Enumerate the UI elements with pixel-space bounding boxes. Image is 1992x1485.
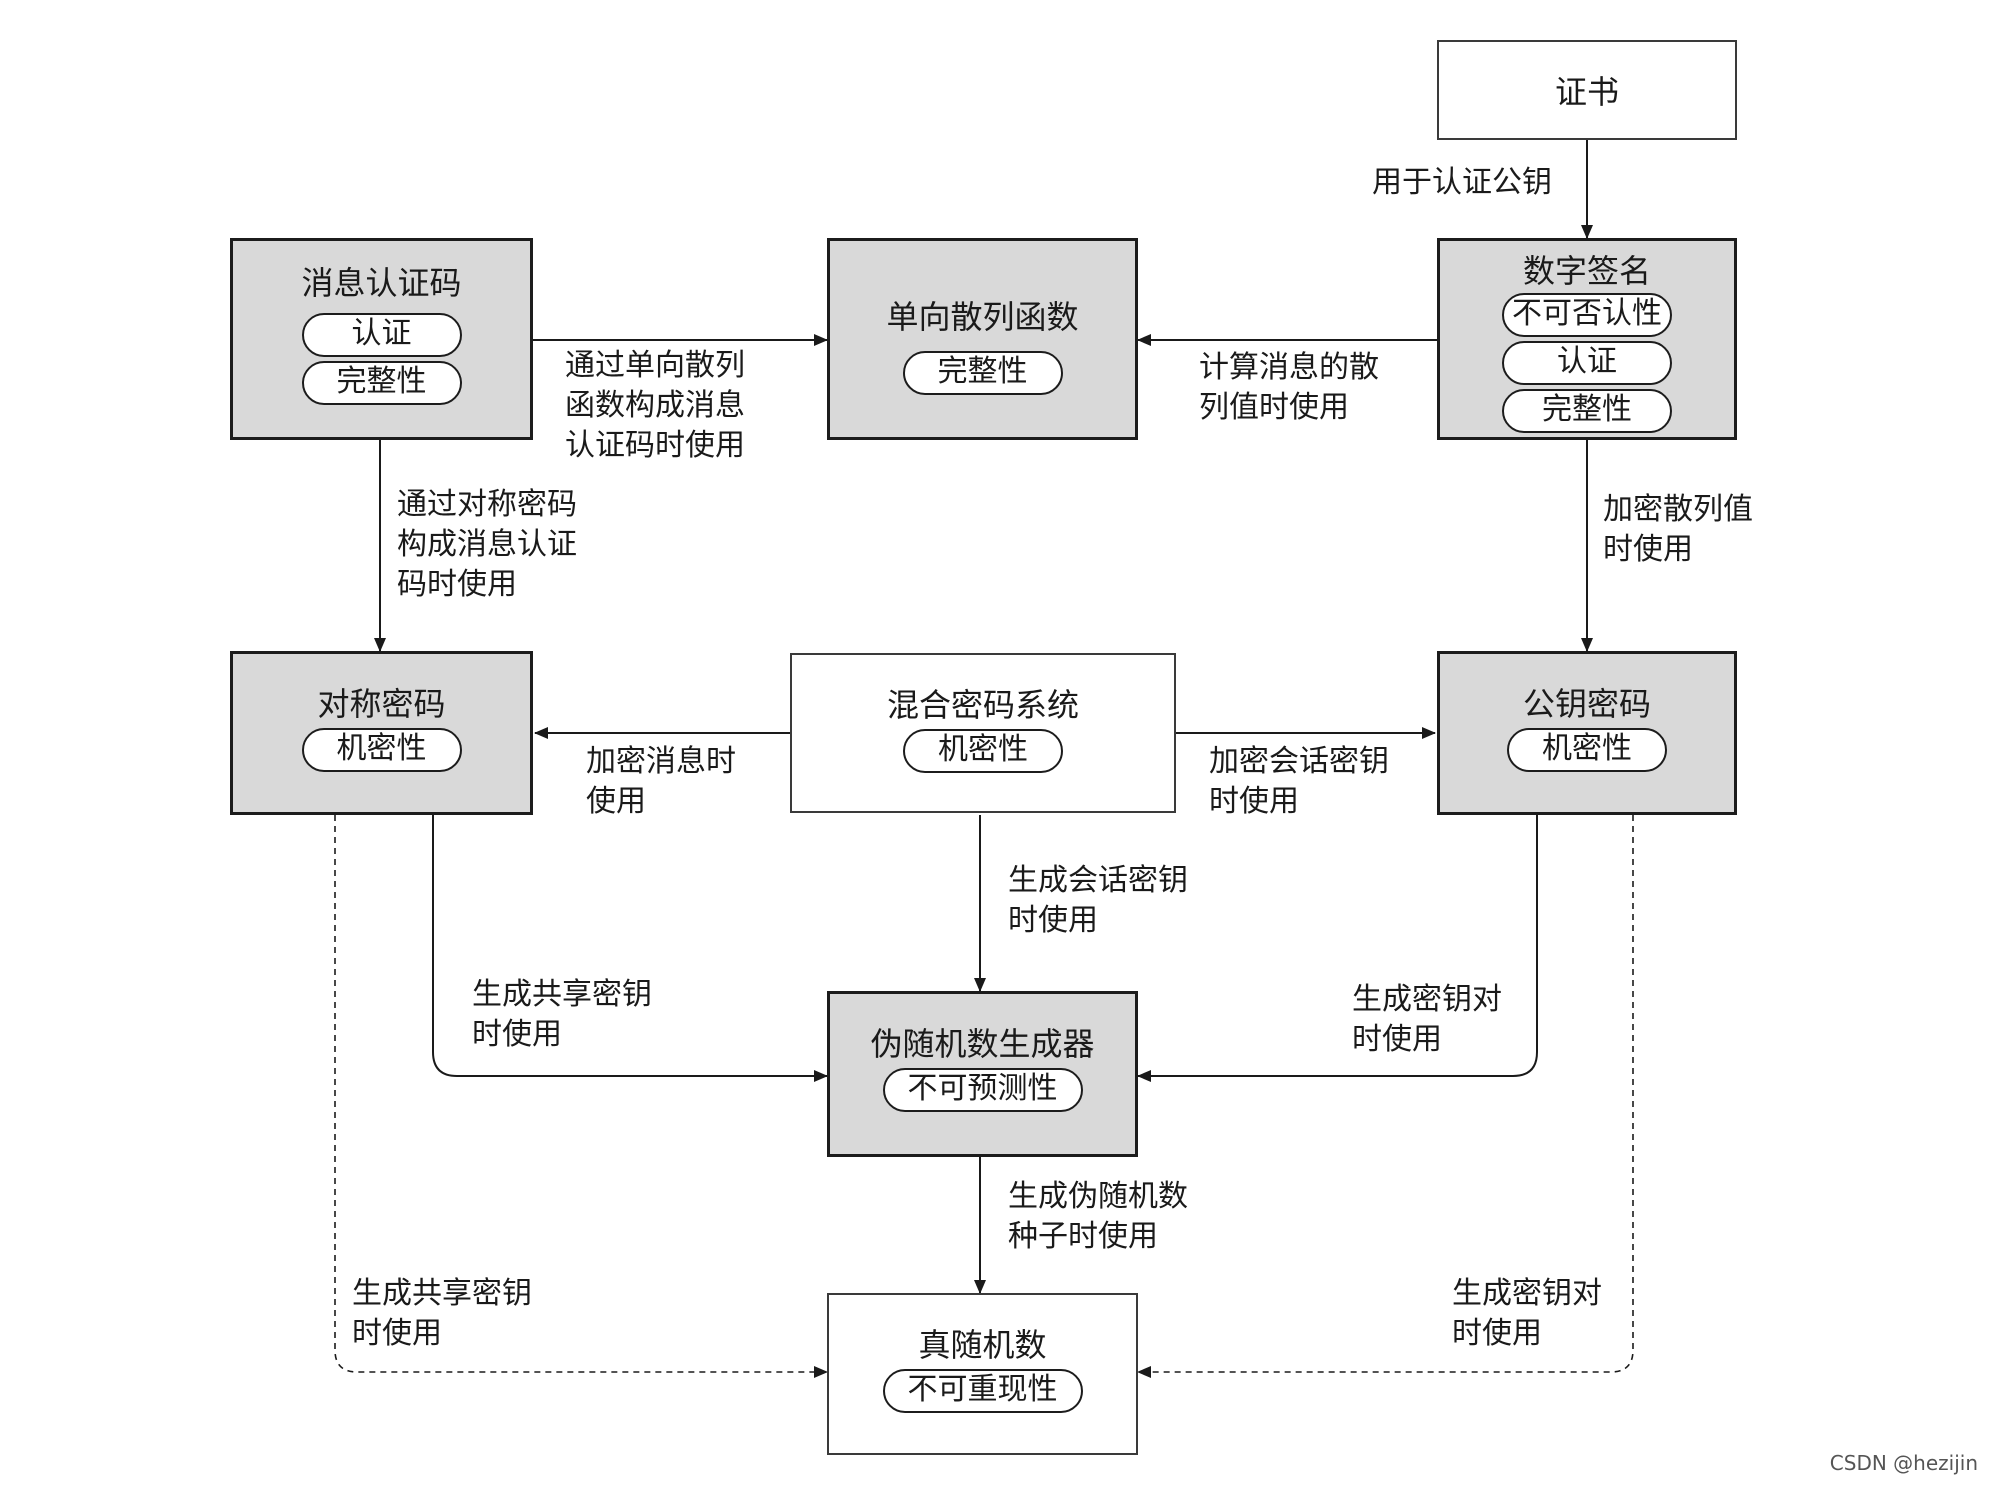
label-hybrid-to-public-key: 加密会话密钥 时使用 [1209, 744, 1389, 819]
digital-signature-node: 数字签名 不可否认性 认证 完整性 [1437, 238, 1737, 440]
label-hybrid-to-symmetric: 加密消息时 使用 [586, 744, 736, 819]
signature-property-non-repudiation: 不可否认性 [1502, 293, 1672, 337]
prng-property-unpredictability: 不可预测性 [882, 1068, 1083, 1112]
edge-public-key-to-prng [1137, 815, 1538, 1082]
label-symmetric-to-prng: 生成共享密钥 时使用 [472, 977, 652, 1052]
label-public-key-to-trng: 生成密钥对 时使用 [1452, 1276, 1602, 1351]
hybrid-cryptosystem-title: 混合密码系统 [886, 686, 1079, 724]
public-key-property-confidentiality: 机密性 [1507, 728, 1667, 772]
symmetric-cipher-title: 对称密码 [317, 685, 446, 723]
certificate-title: 证书 [1554, 73, 1619, 111]
public-key-cipher-title: 公钥密码 [1522, 685, 1651, 723]
prng-node: 伪随机数生成器 不可预测性 [827, 991, 1138, 1157]
public-key-cipher-node: 公钥密码 机密性 [1437, 651, 1737, 815]
mac-node: 消息认证码 认证 完整性 [230, 238, 533, 440]
label-prng-to-trng: 生成伪随机数 种子时使用 [1008, 1179, 1188, 1254]
label-signature-to-hash: 计算消息的散 列值时使用 [1199, 350, 1379, 425]
signature-property-authentication: 认证 [1502, 341, 1672, 385]
hybrid-property-confidentiality: 机密性 [903, 729, 1063, 773]
symmetric-property-confidentiality: 机密性 [301, 728, 462, 772]
edge-public-key-to-trng [1137, 815, 1634, 1378]
label-cert-to-signature: 用于认证公钥 [1372, 165, 1552, 200]
label-hybrid-to-prng: 生成会话密钥 时使用 [1008, 863, 1188, 938]
mac-property-authentication: 认证 [301, 313, 462, 357]
digital-signature-title: 数字签名 [1522, 252, 1651, 290]
edge-symmetric-to-prng [432, 815, 828, 1082]
mac-property-integrity: 完整性 [301, 361, 462, 405]
true-random-node: 真随机数 不可重现性 [827, 1293, 1138, 1455]
edge-symmetric-to-trng [334, 815, 828, 1378]
hash-function-node: 单向散列函数 完整性 [827, 238, 1138, 440]
signature-property-integrity: 完整性 [1502, 389, 1672, 433]
true-random-title: 真随机数 [918, 1326, 1047, 1364]
true-random-property-irreproducibility: 不可重现性 [882, 1369, 1083, 1413]
symmetric-cipher-node: 对称密码 机密性 [230, 651, 533, 815]
certificate-node: 证书 [1437, 40, 1737, 140]
hash-function-title: 单向散列函数 [886, 298, 1079, 336]
hybrid-cryptosystem-node: 混合密码系统 机密性 [790, 653, 1176, 813]
hash-property-integrity: 完整性 [902, 351, 1063, 395]
label-mac-to-hash: 通过单向散列 函数构成消息 认证码时使用 [565, 348, 745, 463]
source-watermark: CSDN @hezijin [1829, 1451, 1978, 1475]
label-public-key-to-prng: 生成密钥对 时使用 [1352, 982, 1502, 1057]
prng-title: 伪随机数生成器 [870, 1025, 1095, 1063]
label-symmetric-to-trng: 生成共享密钥 时使用 [352, 1276, 532, 1351]
mac-title: 消息认证码 [301, 264, 462, 302]
label-signature-to-public-key: 加密散列值 时使用 [1603, 492, 1753, 567]
label-mac-to-symmetric: 通过对称密码 构成消息认证 码时使用 [397, 487, 577, 602]
